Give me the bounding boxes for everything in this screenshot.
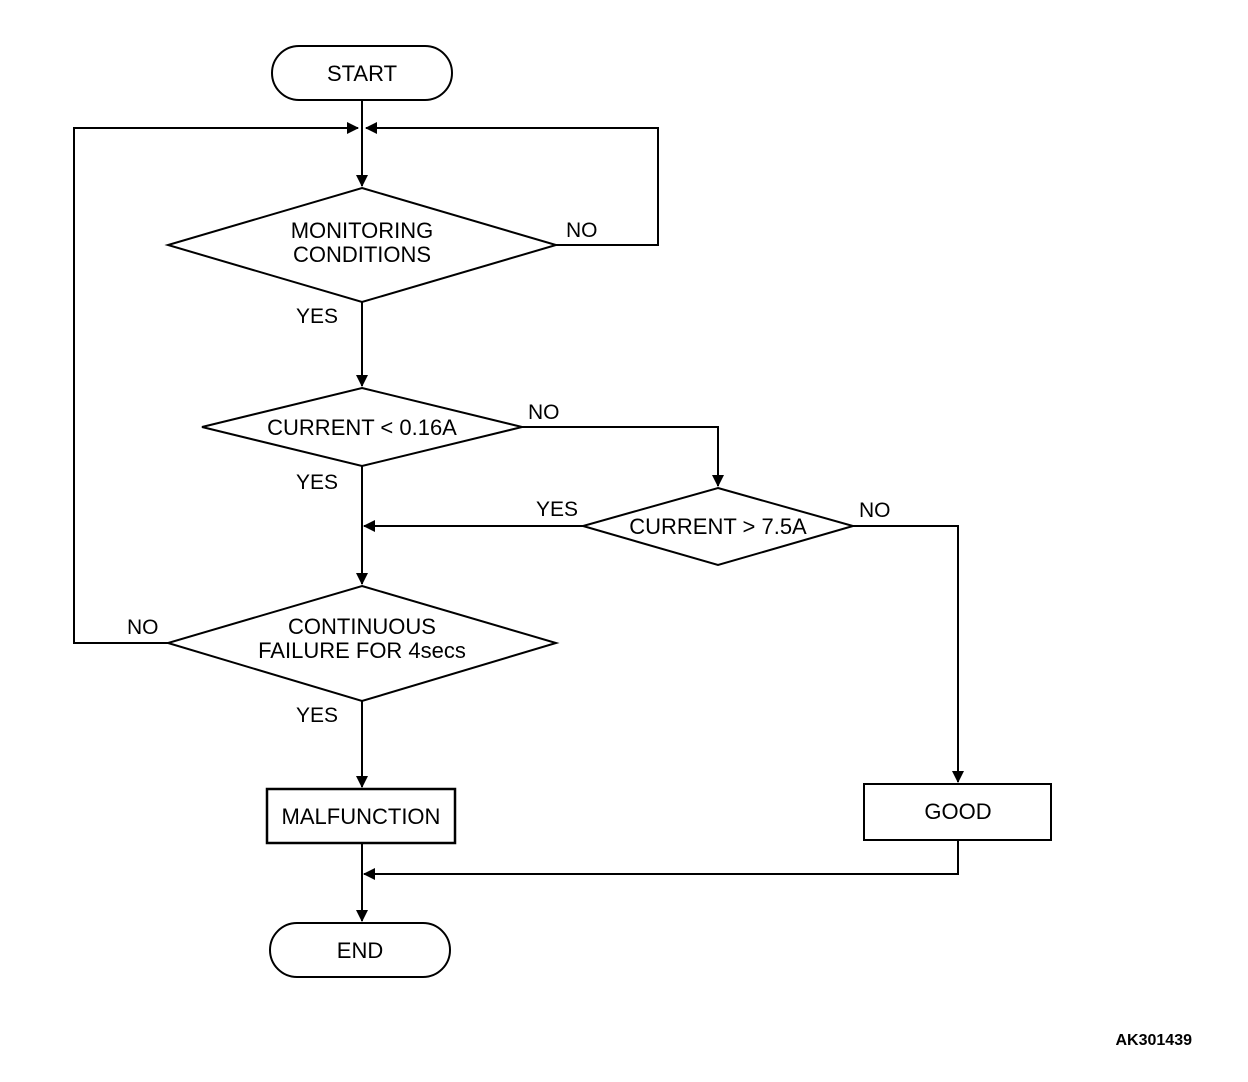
monitoring-label-line1: MONITORING bbox=[291, 218, 434, 243]
good-box: GOOD bbox=[863, 783, 1052, 841]
current-high-decision: CURRENT > 7.5A bbox=[579, 486, 857, 567]
current-high-label: CURRENT > 7.5A bbox=[629, 514, 807, 539]
connector-current-high-no bbox=[853, 525, 964, 783]
good-label: GOOD bbox=[924, 799, 991, 824]
malfunction-label: MALFUNCTION bbox=[282, 804, 441, 829]
continuous-label-line1: CONTINUOUS bbox=[288, 614, 436, 639]
connector-monitoring-no-loop bbox=[365, 122, 659, 246]
current-high-yes-label: YES bbox=[536, 498, 578, 521]
connector-current-low-no bbox=[522, 426, 724, 487]
connector-good-merge bbox=[363, 840, 959, 880]
continuous-label-line2: FAILURE FOR 4secs bbox=[258, 638, 466, 663]
monitoring-label-line2: CONDITIONS bbox=[293, 242, 431, 267]
connector-continuous-no-loop bbox=[73, 122, 359, 644]
monitoring-yes-label: YES bbox=[296, 305, 338, 328]
malfunction-box: MALFUNCTION bbox=[265, 787, 457, 845]
end-label: END bbox=[337, 938, 383, 963]
continuous-failure-decision: CONTINUOUS FAILURE FOR 4secs bbox=[164, 584, 560, 703]
continuous-yes-label: YES bbox=[296, 704, 338, 727]
continuous-no-label: NO bbox=[127, 616, 159, 639]
monitoring-no-label: NO bbox=[566, 219, 598, 242]
start-label: START bbox=[327, 61, 397, 86]
monitoring-conditions-decision: MONITORING CONDITIONS bbox=[164, 186, 560, 304]
current-low-label: CURRENT < 0.16A bbox=[267, 415, 457, 440]
current-high-no-label: NO bbox=[859, 499, 891, 522]
start-node: START bbox=[271, 45, 453, 101]
current-low-yes-label: YES bbox=[296, 471, 338, 494]
end-node: END bbox=[269, 922, 451, 978]
figure-id: AK301439 bbox=[1116, 1032, 1193, 1049]
current-low-decision: CURRENT < 0.16A bbox=[201, 386, 523, 468]
current-low-no-label: NO bbox=[528, 401, 560, 424]
